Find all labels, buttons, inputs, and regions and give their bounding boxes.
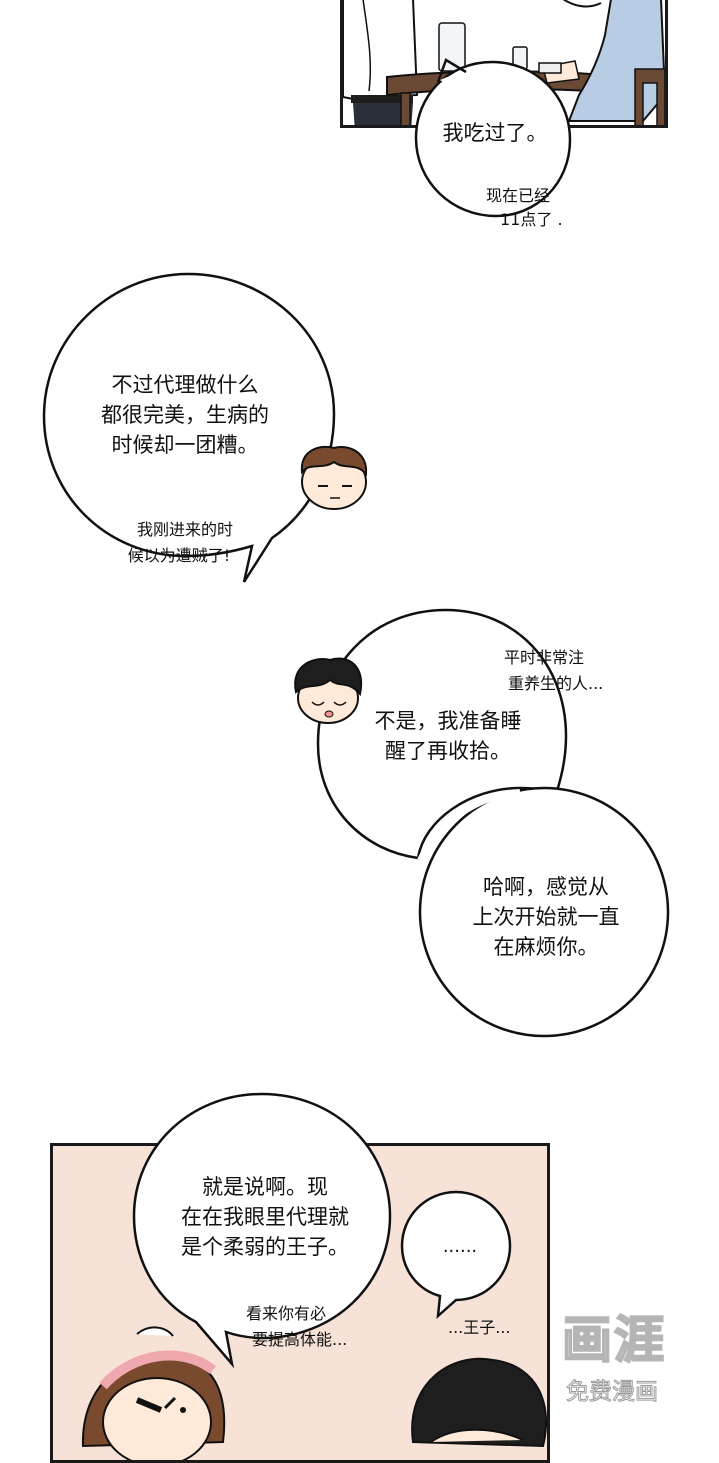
bubble-2-aside-line-2: 候以为遭贼了! [127,546,231,565]
bubble-3-aside-line-1: 平时非常注 [504,648,585,667]
watermark-logo: 画涯 免费漫画 [556,1300,696,1412]
bubble-3-line-1: 不是，我准备睡 [374,709,522,733]
bubble-2-line-1: 不过代理做什么 [111,373,259,397]
bubble-1-text: 我吃过了。 [442,121,548,145]
bubble-1-aside-line-1: 现在已经 [486,186,551,205]
bubble-2-aside-line-1: 我刚进来的时 [136,520,233,539]
bubble-3-line-2: 醒了再收拾。 [385,739,511,763]
chibi-dark-hair-icon [294,657,363,724]
bubble-5-aside-line-2: 要提高体能... [252,1330,348,1349]
chibi-brown-hair-icon [300,445,368,510]
bubble-5-aside-line-1: 看来你有必 [246,1304,327,1323]
speech-bubble-2 [42,272,336,583]
bubble-4-line-3: 在麻烦你。 [493,935,599,959]
speech-bubble-1 [414,58,572,218]
pink-scene-characters [81,1326,547,1460]
bubble-3-aside-line-2: 重养生的人... [508,674,604,693]
bubble-1-aside-line-2: 11点了 . [500,210,563,229]
bubble-5-line-2: 在在我眼里代理就 [181,1205,349,1229]
bubble-6-aside: ...王子... [448,1318,511,1337]
bubble-2-line-3: 时候却一团糟。 [111,433,259,457]
watermark-subtitle: 免费漫画 [566,1379,659,1406]
bubble-5-line-1: 就是说啊。现 [202,1175,328,1199]
bubble-6-text: ...... [442,1236,478,1257]
watermark-logo-text: 画涯 [561,1310,666,1370]
bubble-4-line-1: 哈啊，感觉从 [483,875,609,899]
bubble-2-line-2: 都很完美，生病的 [101,403,269,427]
speech-bubble-3-4 [316,608,670,1038]
bubble-5-line-3: 是个柔弱的王子。 [181,1235,349,1259]
bubble-4-line-2: 上次开始就一直 [472,905,620,929]
